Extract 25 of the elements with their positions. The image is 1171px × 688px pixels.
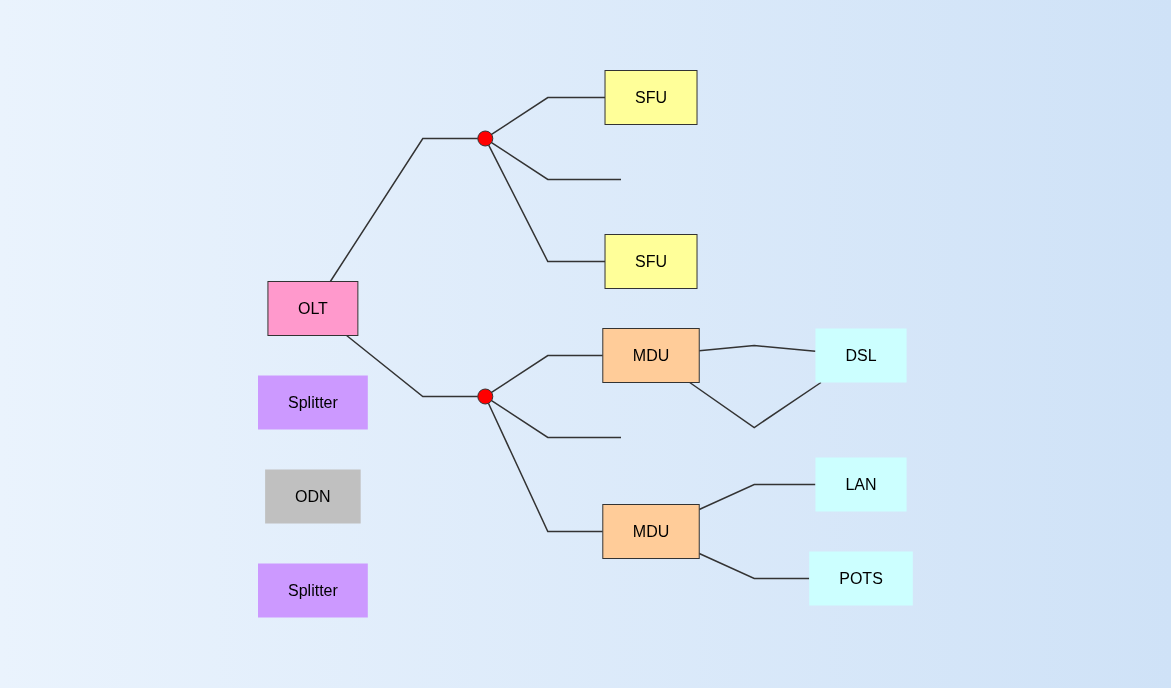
- connector: [345, 334, 479, 398]
- node-circle: [477, 388, 494, 405]
- connector: [490, 354, 604, 394]
- node-box: SFU: [604, 70, 698, 125]
- node-box: OLT: [267, 281, 359, 336]
- node-box: Splitter: [258, 375, 368, 430]
- node-box: DSL: [815, 328, 907, 383]
- connector: [490, 141, 622, 181]
- node-box: LAN: [815, 457, 907, 512]
- connector: [689, 381, 822, 429]
- node-box: Splitter: [258, 563, 368, 618]
- connector: [488, 144, 606, 263]
- node-box: MDU: [602, 504, 700, 559]
- connector: [487, 402, 604, 533]
- connector: [698, 552, 811, 580]
- connector: [490, 96, 606, 136]
- node-box: POTS: [809, 551, 913, 606]
- node-circle: [477, 130, 494, 147]
- connector: [490, 399, 622, 439]
- node-box: MDU: [602, 328, 700, 383]
- connector: [698, 483, 817, 511]
- connector: [329, 137, 479, 283]
- node-box: ODN: [265, 469, 361, 524]
- node-box: SFU: [604, 234, 698, 289]
- connector: [698, 344, 817, 352]
